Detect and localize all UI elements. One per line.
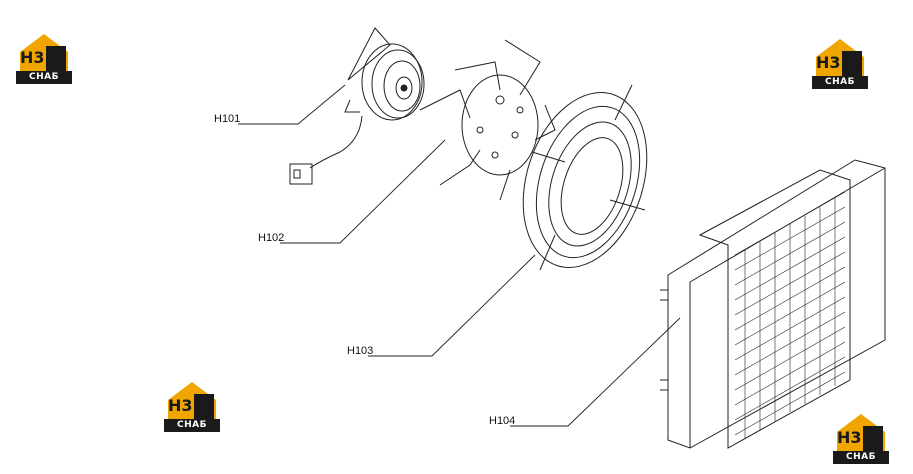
logo-mark: H3 xyxy=(20,48,45,67)
brand-logo: H3 СНАБ xyxy=(16,32,72,84)
callout-fan-blade: H102 xyxy=(258,232,285,244)
brand-logo: H3 СНАБ xyxy=(833,412,889,464)
fan-motor-drawing xyxy=(289,27,425,185)
leader-lines xyxy=(238,84,681,427)
callout-radiator: H104 xyxy=(489,415,516,427)
brand-logo: H3 СНАБ xyxy=(812,37,868,89)
logo-caption: СНАБ xyxy=(164,419,220,432)
fan-blade-drawing xyxy=(419,39,556,201)
logo-caption: СНАБ xyxy=(812,76,868,89)
callout-fan-guard: H103 xyxy=(347,345,374,357)
brand-logo: H3 СНАБ xyxy=(164,380,220,432)
logo-caption: СНАБ xyxy=(833,451,889,464)
house-icon xyxy=(837,414,885,452)
logo-mark: H3 xyxy=(168,396,193,415)
house-icon xyxy=(20,34,68,72)
callout-fan-motor: H101 xyxy=(214,113,241,125)
radiator-drawing xyxy=(660,159,886,449)
house-icon xyxy=(816,39,864,77)
logo-mark: H3 xyxy=(816,53,841,72)
logo-mark: H3 xyxy=(837,428,862,447)
house-icon xyxy=(168,382,216,420)
logo-caption: СНАБ xyxy=(16,71,72,84)
fan-guard-drawing xyxy=(522,84,648,271)
